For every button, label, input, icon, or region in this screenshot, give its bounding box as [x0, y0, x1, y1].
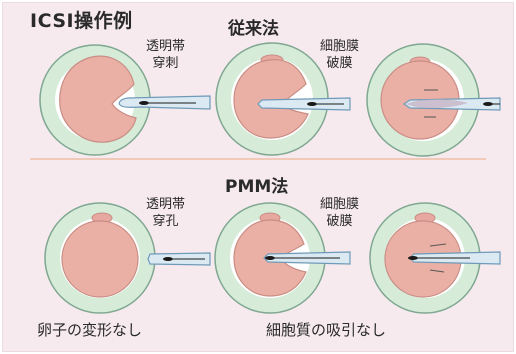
conventional-zona-label-line1: 透明帯 — [146, 39, 186, 54]
conventional-zona-label-line2: 穿刺 — [152, 56, 179, 71]
conventional-method-heading: 従来法 — [228, 19, 279, 39]
pmm-zona-label-line2: 穿孔 — [152, 214, 179, 229]
conventional-membrane-label-line2: 破膜 — [326, 56, 353, 71]
conventional-step3-pipette — [402, 89, 501, 118]
figure-title: ICSI操作例 — [30, 10, 133, 32]
injection-mark — [429, 243, 447, 247]
pmm-zona-label-line1: 透明帯 — [146, 197, 186, 212]
conventional-step1-oocyte — [39, 44, 151, 156]
footer-no-aspiration: 細胞質の吸引なし — [266, 321, 387, 339]
conventional-step1-pipette — [118, 95, 211, 110]
pmm-row-illustration — [44, 202, 501, 314]
sperm-head — [265, 256, 275, 260]
pmm-step1-pipette — [147, 252, 211, 266]
conventional-zona-label: 透明帯 穿刺 — [146, 38, 185, 72]
injection-mark — [429, 269, 445, 273]
conventional-row-illustration — [39, 42, 501, 157]
pmm-method-heading: PMM法 — [225, 177, 289, 197]
injection-pipette — [257, 97, 351, 111]
sperm-head — [163, 257, 173, 261]
section-divider — [30, 158, 486, 160]
oocyte — [61, 220, 139, 298]
sperm-head — [483, 102, 493, 106]
footer-no-deformation: 卵子の変形なし — [37, 321, 143, 339]
conventional-membrane-label: 細胞膜 破膜 — [320, 38, 359, 72]
aspirated-cytoplasm — [406, 99, 468, 109]
sperm-head — [139, 101, 149, 105]
sperm-head — [307, 102, 317, 106]
pmm-membrane-label-line1: 細胞膜 — [320, 197, 360, 212]
conventional-membrane-label-line1: 細胞膜 — [320, 39, 360, 54]
pmm-membrane-label: 細胞膜 破膜 — [320, 196, 359, 230]
conventional-step2-oocyte — [215, 42, 329, 156]
sperm-head — [408, 256, 418, 260]
pmm-zona-label: 透明帯 穿孔 — [146, 196, 185, 230]
pmm-step1-oocyte — [44, 202, 158, 314]
pmm-step3-pipette — [408, 243, 501, 273]
conventional-step2-pipette — [257, 97, 351, 111]
oocyte-deformed — [59, 55, 137, 143]
pmm-membrane-label-line2: 破膜 — [326, 214, 353, 229]
pmm-step2-pipette — [263, 251, 351, 265]
